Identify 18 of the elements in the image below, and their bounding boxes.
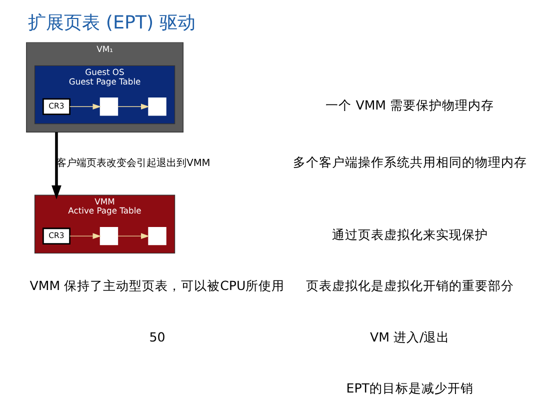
label: 多个客户端操作系统共用相同的物理内存 (292, 154, 527, 170)
label: 50 (149, 329, 166, 344)
node-box (100, 226, 118, 246)
arrow (52, 132, 62, 200)
arrow (118, 104, 150, 110)
label: VMM 保持了主动型页表，可以被CPU所使用 (30, 278, 285, 294)
label: VM 进入/退出 (370, 329, 450, 344)
node-box (148, 98, 166, 116)
arrow (69, 233, 102, 239)
arrow (69, 104, 102, 110)
diagram-title: 扩展页表 (EPT) 驱动 (28, 12, 196, 34)
node-box (100, 98, 118, 116)
label: 通过页表虚拟化来实现保护 (332, 227, 488, 242)
label: EPT的目标是减少开销 (346, 380, 474, 396)
label: 页表虚拟化是虚拟化开销的重要部分 (306, 278, 514, 294)
label: 一个 VMM 需要保护物理内存 (326, 98, 494, 113)
node-box (148, 226, 166, 246)
arrow (118, 233, 150, 239)
